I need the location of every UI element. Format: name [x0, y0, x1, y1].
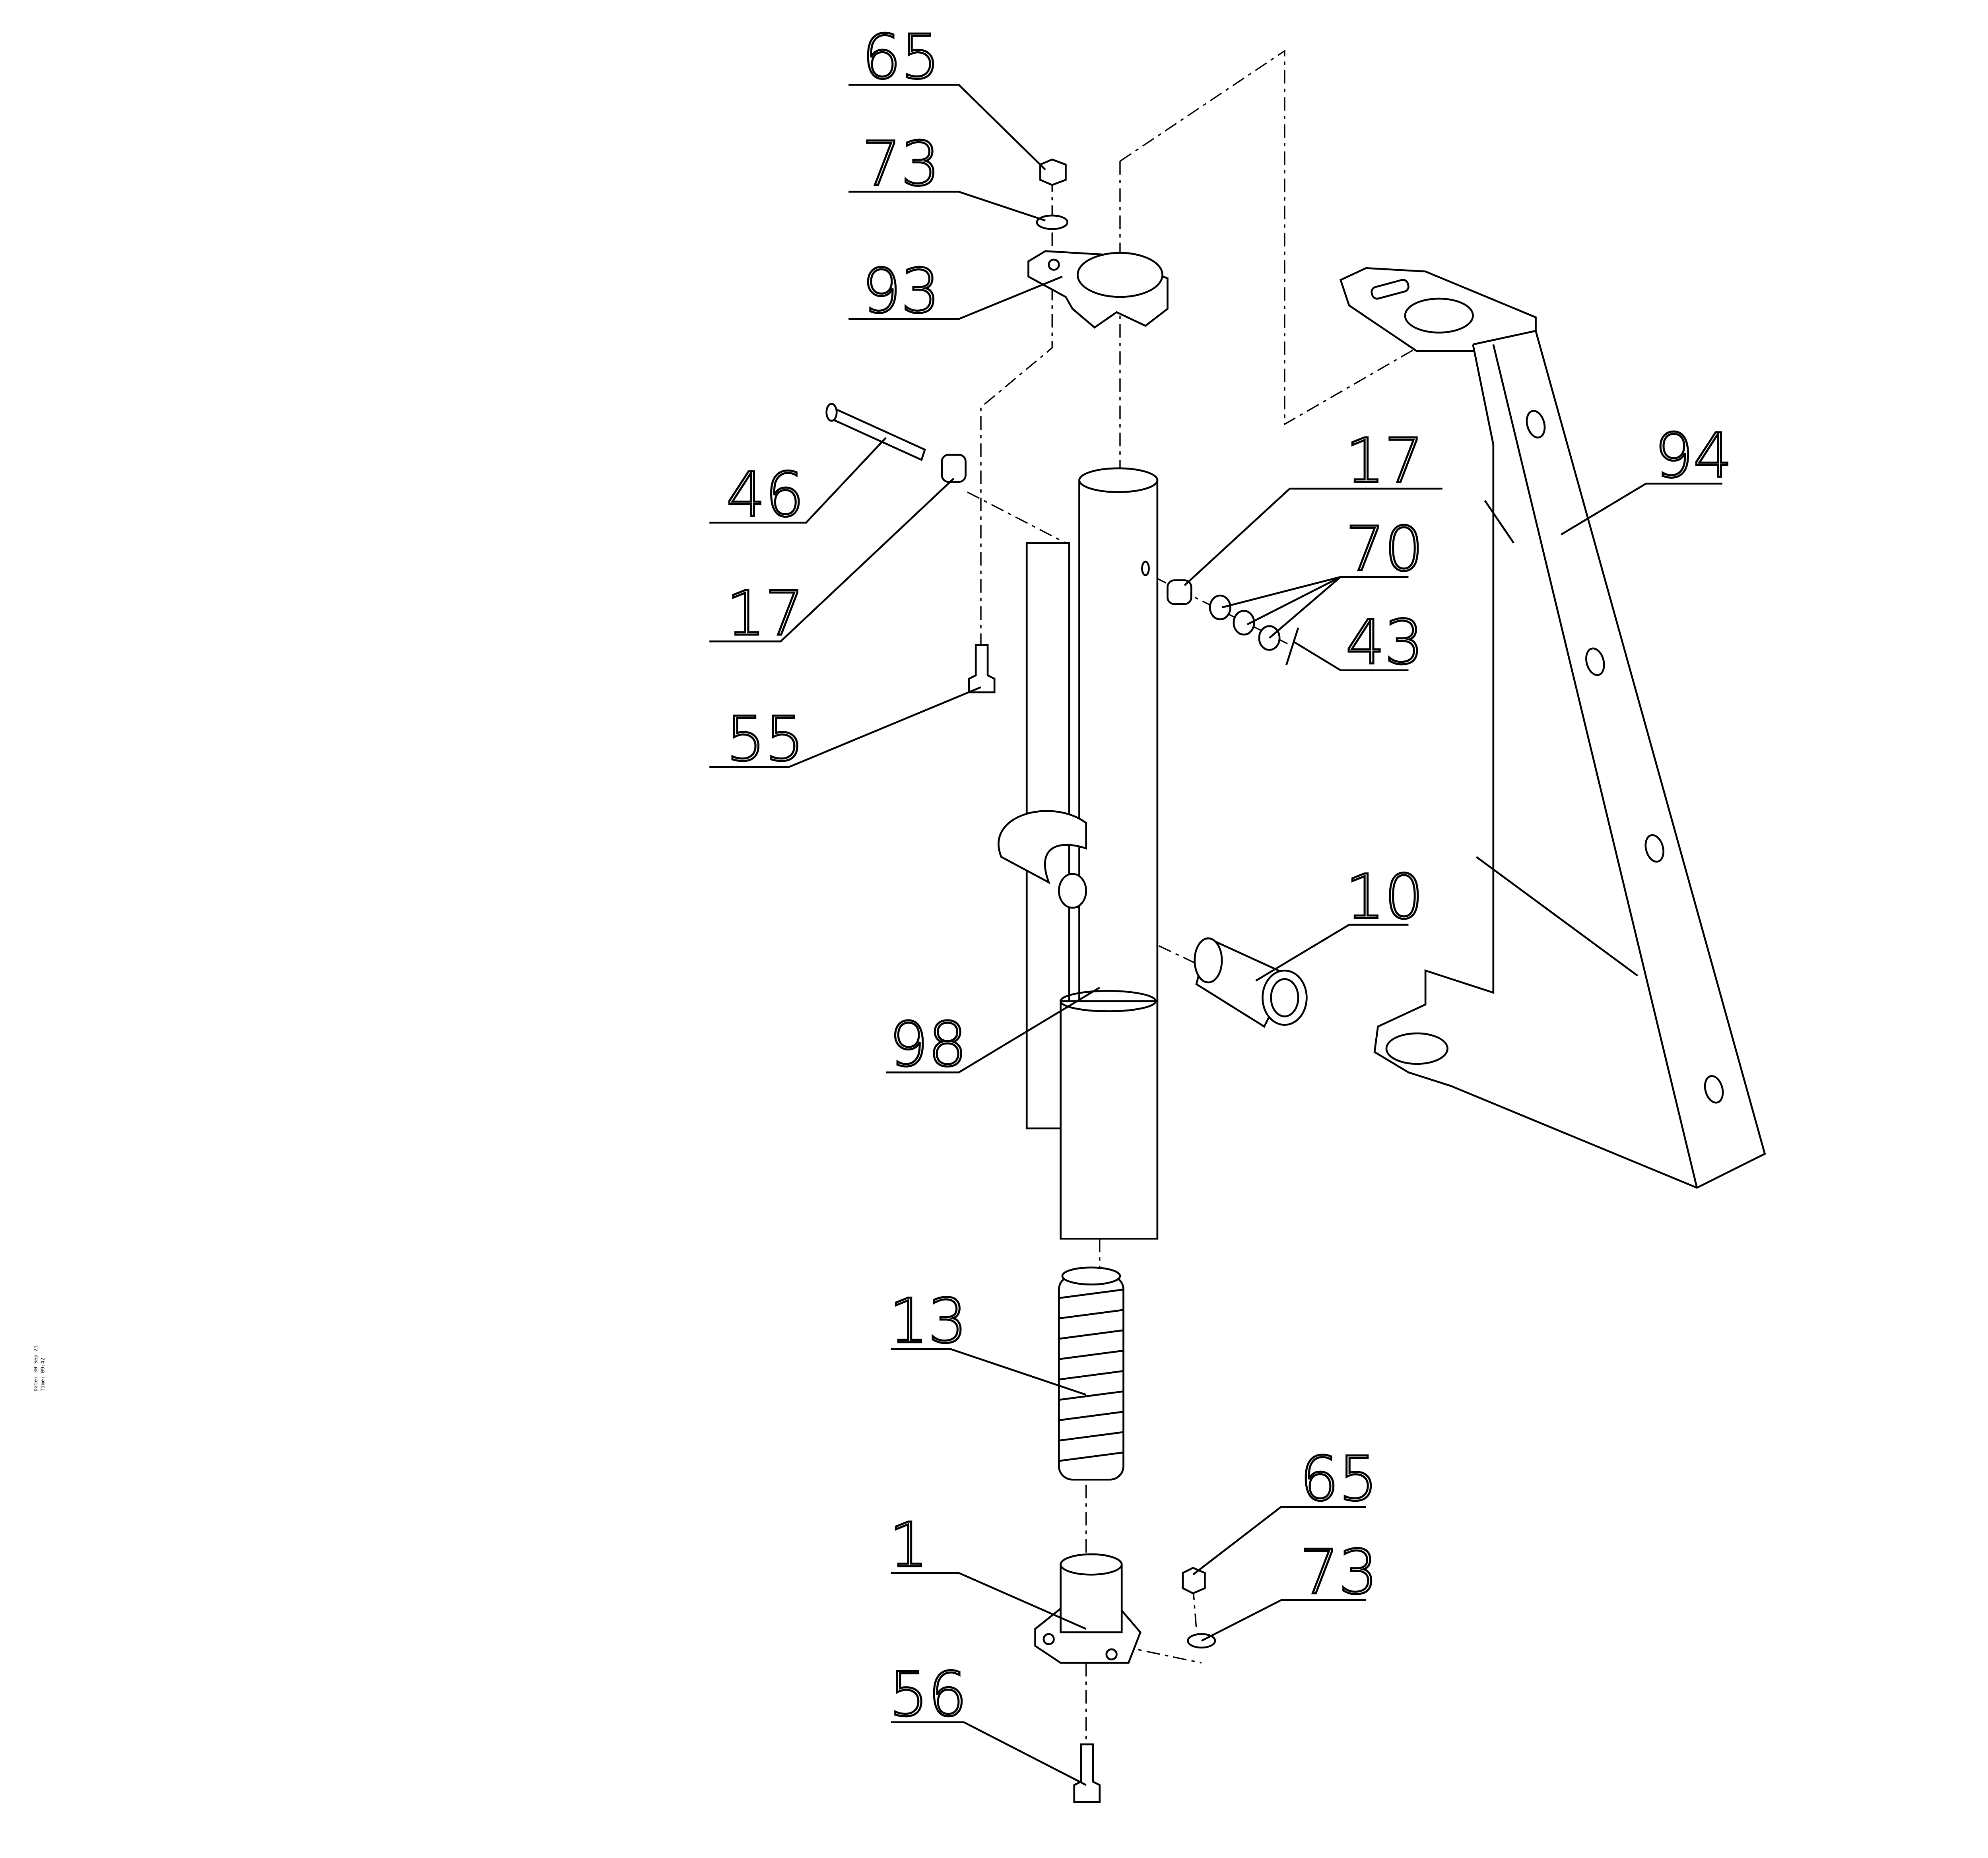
- callout-13: 13: [889, 1286, 967, 1357]
- callout-1: 1: [889, 1510, 928, 1581]
- callout-17-right: 17: [1346, 425, 1423, 497]
- callout-56: 56: [889, 1659, 967, 1730]
- callout-94: 94: [1654, 420, 1732, 491]
- base-and-lower-hardware: [1034, 1553, 1216, 1803]
- top-hardware: [1027, 158, 1169, 329]
- callout-17-left: 17: [726, 578, 804, 649]
- callout-98: 98: [889, 1009, 967, 1080]
- callout-leaders: [709, 84, 1722, 1786]
- callout-73-top: 73: [862, 128, 940, 200]
- callout-73-bottom: 73: [1300, 1537, 1377, 1608]
- date-stamp: Date: 30-Sep-21 Time: 09:42: [33, 1345, 46, 1392]
- callout-55: 55: [726, 704, 804, 775]
- callout-43: 43: [1346, 607, 1423, 678]
- date-text: Date: 30-Sep-21: [33, 1345, 39, 1392]
- pin-and-bushings: [825, 403, 1299, 693]
- callout-labels: 65 73 93 46 17 55 17 70 43 94 10 98 13 6…: [725, 21, 1733, 1731]
- spring: [1058, 1266, 1124, 1481]
- callout-93: 93: [862, 256, 940, 327]
- post: [998, 467, 1159, 1240]
- time-text: Time: 09:42: [40, 1358, 46, 1392]
- callout-46: 46: [726, 459, 804, 530]
- callout-70: 70: [1346, 514, 1423, 585]
- frame-bracket: [1339, 267, 1766, 1189]
- callout-65-bottom: 65: [1300, 1444, 1377, 1515]
- callout-65-top: 65: [862, 21, 940, 93]
- callout-10: 10: [1346, 862, 1423, 933]
- sleeve: [1194, 937, 1308, 1028]
